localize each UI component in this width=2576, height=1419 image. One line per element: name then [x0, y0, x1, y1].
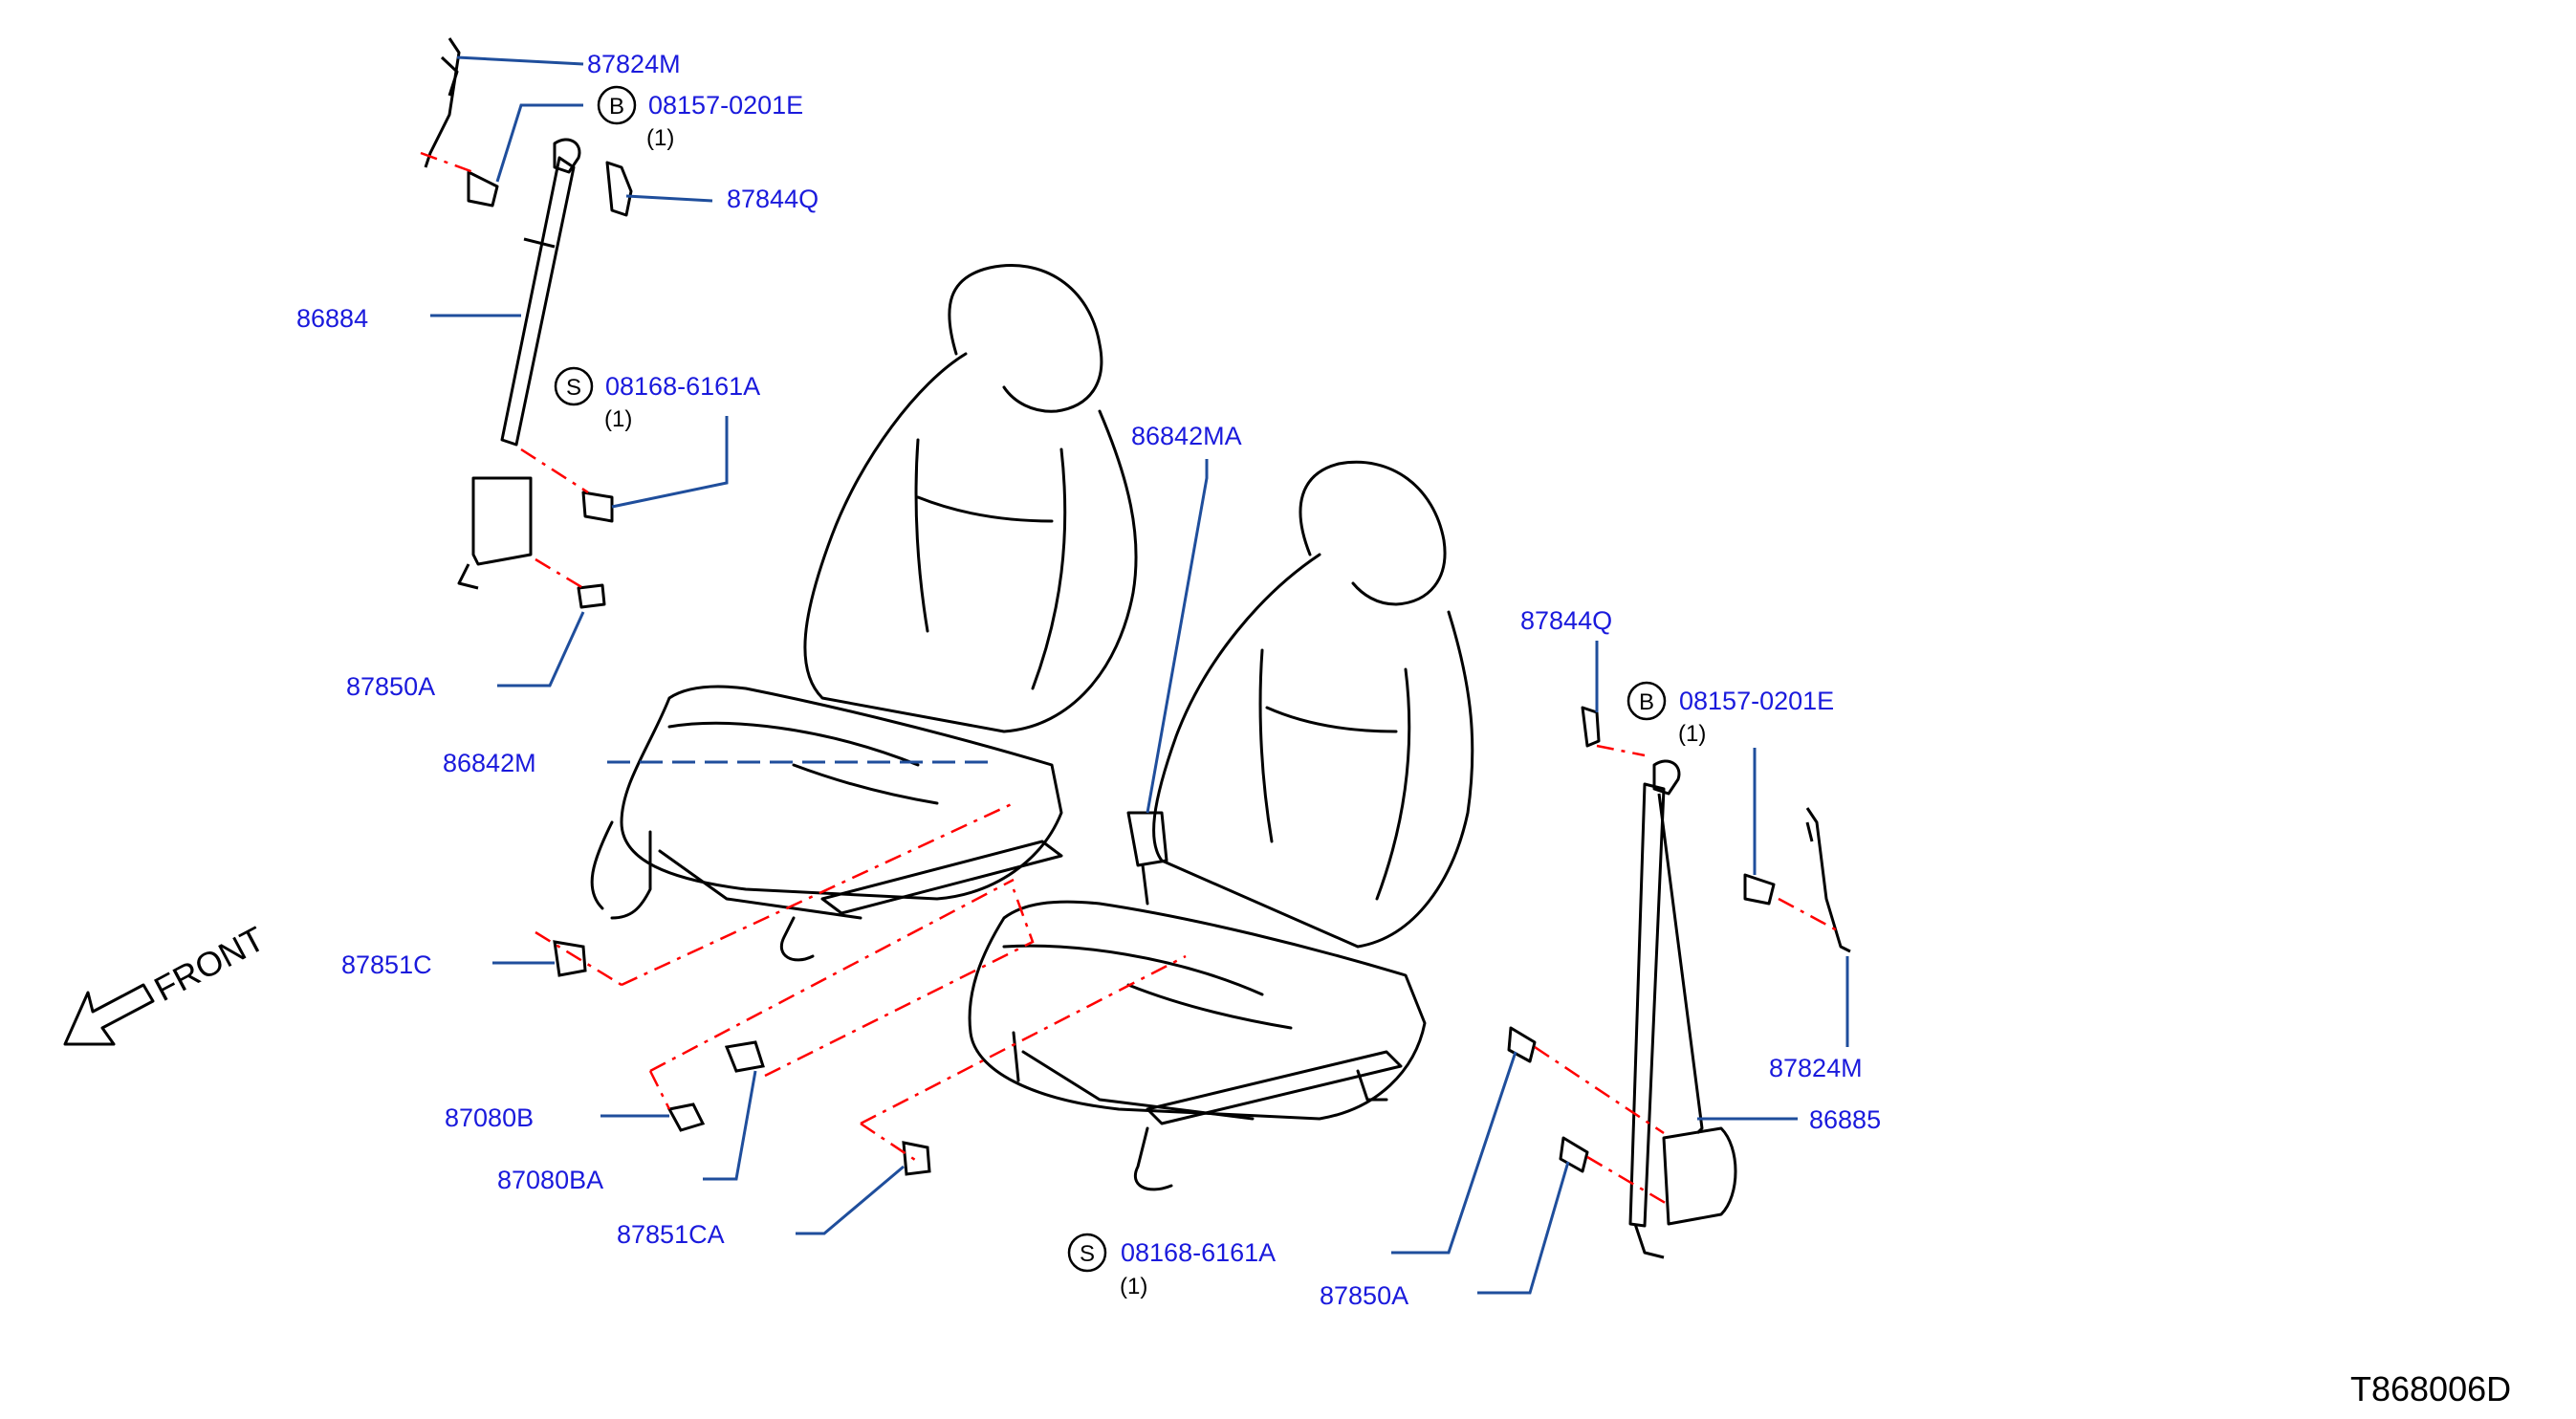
belt-left-retractor	[457, 476, 533, 590]
seat-right-cushion-seam	[1002, 944, 1293, 1030]
leader-86842MA	[1146, 459, 1209, 814]
label-87851C: 87851C	[341, 950, 432, 979]
quantity-labels: (1) (1) (1) (1)	[604, 125, 1706, 1299]
align-87080BA	[764, 888, 1035, 1078]
callout-circle-s-top	[554, 366, 594, 406]
seat-right-cushion	[968, 900, 1427, 1121]
clip-87851C	[553, 940, 587, 977]
screw-87850A-left	[577, 583, 606, 609]
label-87844Q-right: 87844Q	[1520, 606, 1612, 635]
seat-right-back	[1152, 553, 1474, 949]
front-label: FRONT	[148, 919, 272, 1009]
callout-circle-s-bottom	[1067, 1233, 1107, 1273]
label-08168-bottom: 08168-6161A	[1121, 1238, 1276, 1267]
seat-left-cushion-seam	[667, 721, 939, 805]
nut-87080BA	[724, 1040, 765, 1073]
seat-left-headrest	[948, 264, 1103, 413]
callout-letter-s-bottom: S	[1080, 1241, 1095, 1267]
seat-left-rail	[820, 840, 1063, 915]
qty-08157-top: (1)	[646, 125, 674, 151]
bolt-08168-left	[581, 491, 614, 523]
front-indicator: FRONT	[63, 919, 272, 1046]
seat-right-back-inner	[1258, 648, 1411, 901]
seat-left-cushion	[620, 685, 1063, 901]
callout-letter-b-top: B	[609, 94, 624, 120]
belt-left-webbing	[500, 156, 576, 447]
seat-left-back	[803, 352, 1138, 733]
bolt-08157-left	[467, 170, 499, 207]
buckle-right	[1126, 811, 1168, 906]
bolt-08157-right	[1743, 873, 1776, 906]
label-87080B: 87080B	[445, 1103, 534, 1132]
label-86842M: 86842M	[443, 749, 536, 777]
diagram-reference: T868006D	[2350, 1369, 2511, 1408]
alignment-lines	[420, 151, 1842, 1207]
belt-right-retractor	[1662, 1126, 1737, 1226]
seat-right-rail	[1146, 1050, 1403, 1125]
leader-87080BA	[703, 1070, 757, 1181]
seat-left	[590, 264, 1138, 962]
label-87844Q-top: 87844Q	[727, 185, 819, 213]
leader-87851CA	[796, 1165, 905, 1235]
align-87850A-top	[535, 557, 584, 590]
belt-right-anchor	[1652, 759, 1681, 796]
leader-87824M-top	[456, 55, 584, 66]
callout-letter-s-top: S	[566, 375, 581, 401]
bolt-87850A-right-a	[1507, 1026, 1537, 1063]
label-87080BA: 87080BA	[497, 1166, 603, 1194]
leader-08157-top	[495, 103, 583, 183]
seat-right-headrest	[1299, 460, 1447, 606]
label-86885: 86885	[1809, 1105, 1881, 1134]
label-87850A-left: 87850A	[346, 672, 435, 701]
label-08157-top: 08157-0201E	[648, 91, 803, 120]
clip-87851CA	[902, 1141, 931, 1176]
seat-left-back-inner	[914, 438, 1067, 690]
align-right-top	[1596, 744, 1646, 757]
floor-fasteners	[553, 940, 931, 1176]
label-08157-right: 08157-0201E	[1679, 687, 1834, 715]
belt-right-86885	[1507, 706, 1851, 1259]
callout-circle-b-top	[597, 85, 637, 125]
seat-left-frame	[590, 820, 862, 962]
align-87080B	[648, 878, 1015, 1110]
callout-circles: B S B S	[554, 85, 1667, 1273]
front-arrow-icon	[63, 983, 155, 1046]
qty-08168-top: (1)	[604, 406, 632, 432]
leader-08168-top	[611, 416, 729, 509]
clip-87844Q-right	[1581, 706, 1601, 748]
leader-87850A-left	[497, 611, 585, 688]
qty-08157-right: (1)	[1678, 721, 1706, 747]
leader-87844Q-top	[625, 194, 713, 203]
align-87824M-top	[420, 151, 474, 174]
label-08168-top: 08168-6161A	[605, 372, 760, 401]
belt-left-upper-bracket	[424, 37, 461, 168]
label-87824M-right: 87824M	[1769, 1054, 1863, 1082]
label-86884: 86884	[296, 304, 368, 333]
label-87850A-right: 87850A	[1320, 1281, 1408, 1310]
align-87850A-right	[1534, 1045, 1670, 1207]
label-86842MA: 86842MA	[1131, 422, 1242, 450]
qty-08168-bottom: (1)	[1120, 1274, 1147, 1299]
leader-87850A-right	[1391, 1051, 1570, 1295]
align-87851CA	[860, 954, 1187, 1164]
callout-letter-b-right: B	[1639, 689, 1654, 715]
nut-87080B	[666, 1102, 706, 1132]
part-labels: 87824M 08157-0201E 87844Q 86884 08168-61…	[296, 50, 1881, 1310]
clip-87844Q-left	[605, 161, 633, 217]
align-87851C	[535, 801, 1015, 987]
callout-circle-b-right	[1626, 681, 1667, 721]
belt-left-anchor	[553, 138, 581, 174]
seat-right	[968, 460, 1474, 1191]
seat-right-frame	[1012, 1031, 1388, 1191]
bolt-87850A-right-b	[1559, 1136, 1589, 1173]
align-08168-top	[520, 448, 589, 494]
belt-right-upper-bracket	[1805, 807, 1851, 953]
label-87851CA: 87851CA	[617, 1220, 725, 1249]
belt-right-lower	[1633, 1223, 1665, 1259]
align-87824M-right	[1778, 897, 1842, 934]
belt-left-86884	[424, 37, 633, 609]
label-87824M-top: 87824M	[587, 50, 681, 78]
leader-lines	[430, 55, 1849, 1295]
